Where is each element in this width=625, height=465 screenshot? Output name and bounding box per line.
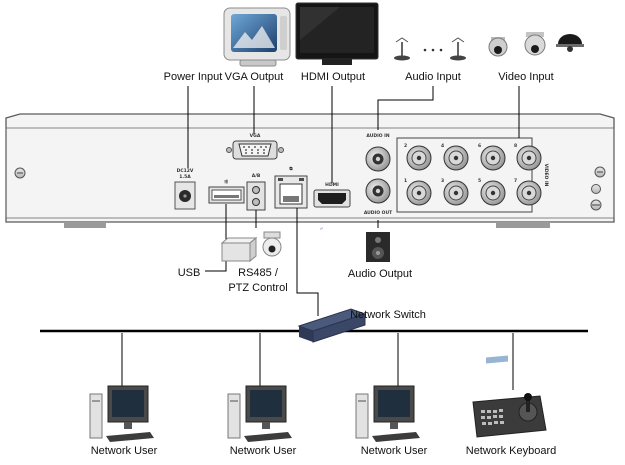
bnc-pin xyxy=(526,155,532,161)
bnc-number-label: 6 xyxy=(478,143,481,149)
hdmi-port-label: HDMI xyxy=(325,182,339,188)
network-switch-icon xyxy=(297,227,367,343)
pc-screen xyxy=(250,390,282,417)
speaker-icon xyxy=(366,232,390,262)
dc-sub-label: 1.5A xyxy=(179,174,191,180)
network-symbol: ⧉ xyxy=(289,167,293,172)
network-keyboard-icon xyxy=(472,355,547,438)
audio-in-jack xyxy=(365,146,391,172)
pc-tower xyxy=(227,393,241,439)
audio-out-jack xyxy=(365,178,391,204)
bnc-pin xyxy=(453,155,459,161)
network-user-pc-icon xyxy=(89,385,154,442)
ptz-camera-icon xyxy=(262,231,282,257)
bnc-connectors: 2 4 6 8 1 3 5 7 xyxy=(404,143,542,206)
pc-screen xyxy=(112,390,144,417)
pc-drive-bay xyxy=(92,400,100,402)
network-user-pc-icon xyxy=(227,385,292,442)
pc-screen xyxy=(378,390,410,417)
cameras-icon xyxy=(488,32,584,57)
pc-keyboard xyxy=(106,432,154,442)
dvr-rear-panel xyxy=(5,113,615,228)
vga-port xyxy=(226,140,284,160)
vga-output-label: VGA Output xyxy=(225,71,284,83)
pc-monitor-stand xyxy=(262,422,270,429)
pc-monitor-stand xyxy=(124,422,132,429)
pc-keyboard xyxy=(244,432,292,442)
network-user-pc-icon xyxy=(355,385,420,442)
rs485-terminal xyxy=(246,181,266,211)
audio-in-label: AUDIO IN xyxy=(366,133,389,139)
bnc-number-label: 2 xyxy=(404,143,407,149)
ptz-control-label: PTZ Control xyxy=(228,282,287,294)
audio-input-label: Audio Input xyxy=(405,71,461,83)
microphones-icon xyxy=(394,37,466,61)
power-jack xyxy=(174,181,196,210)
audio-out-label: AUDIO OUT xyxy=(364,210,393,216)
ab-label: A/B xyxy=(252,173,261,179)
network-switch-label: Network Switch xyxy=(350,309,426,321)
screw-left-icon xyxy=(14,167,26,179)
video-input-block xyxy=(396,137,533,213)
bnc-pin xyxy=(490,190,496,196)
ground-screw-icon xyxy=(590,184,602,211)
network-user-label-2: Network User xyxy=(230,445,297,457)
ptz-decoder-icon xyxy=(220,236,258,263)
bnc-pin xyxy=(416,155,422,161)
bnc-pin xyxy=(416,190,422,196)
bnc-number-label: 8 xyxy=(514,143,517,149)
network-user-label-1: Network User xyxy=(91,445,158,457)
vga-port-label: VGA xyxy=(250,133,261,139)
hdmi-port xyxy=(313,189,351,208)
bnc-pin xyxy=(490,155,496,161)
bnc-number-label: 5 xyxy=(478,178,481,184)
screw-right-icon xyxy=(594,166,606,178)
hdmi-tv-icon xyxy=(295,2,379,65)
usb-symbol: ⇶ xyxy=(224,179,228,185)
usb-label: USB xyxy=(178,267,201,279)
pc-drive-bay xyxy=(230,400,238,402)
pc-monitor-stand xyxy=(390,422,398,429)
pc-tower xyxy=(355,393,369,439)
network-keyboard-label: Network Keyboard xyxy=(466,445,557,457)
pc-tower xyxy=(89,393,103,439)
dc12v-label: DC12V xyxy=(177,168,194,174)
bnc-pin xyxy=(453,190,459,196)
video-in-label: VIDEO IN xyxy=(543,164,549,187)
bnc-number-label: 1 xyxy=(404,178,407,184)
hdmi-output-label: HDMI Output xyxy=(301,71,365,83)
pc-keyboard xyxy=(372,432,420,442)
bnc-number-label: 3 xyxy=(441,178,444,184)
usb-port xyxy=(208,186,245,204)
pc-drive-bay xyxy=(358,400,366,402)
bnc-number-label: 4 xyxy=(441,143,444,149)
network-user-label-3: Network User xyxy=(361,445,428,457)
power-input-label: Power Input xyxy=(164,71,223,83)
connection-lines xyxy=(121,86,520,390)
audio-output-label: Audio Output xyxy=(348,268,412,280)
rs485-label: RS485 / xyxy=(238,267,279,279)
bnc-pin xyxy=(526,190,532,196)
network-port xyxy=(274,175,308,209)
bnc-number-label: 7 xyxy=(514,178,517,184)
vga-monitor-icon xyxy=(223,7,291,67)
video-input-label: Video Input xyxy=(498,71,553,83)
